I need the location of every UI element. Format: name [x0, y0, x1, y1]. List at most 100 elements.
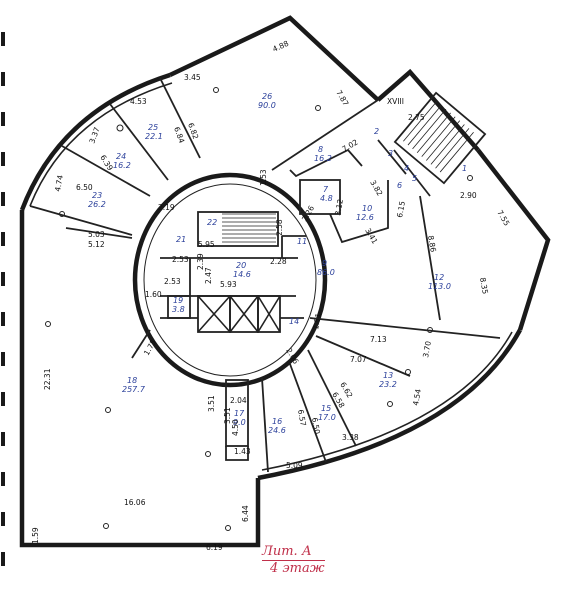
dimension-label: 7.07 [350, 355, 367, 364]
dimension-label: 3.51 [207, 395, 216, 412]
dimension-label: 22.31 [43, 368, 52, 390]
dimension-label: 8.86 [426, 235, 438, 253]
dimension-label: 4.74 [53, 174, 65, 192]
room-23-number: 23 [92, 191, 102, 200]
dimension-label: 5.09 [286, 461, 303, 470]
room-labels: 26 90.0 25 22.1 24 16.2 23 26.2 22 21 20… [88, 92, 467, 435]
room-17-area: 9.0 [233, 418, 246, 427]
room-25-number: 25 [148, 123, 158, 132]
room-8-number: 8 [318, 145, 323, 154]
dimension-label: 3.82 [368, 179, 384, 198]
room-1-number: 1 [462, 164, 467, 173]
room-18-number: 18 [127, 376, 137, 385]
room-5-number: 5 [412, 174, 417, 183]
floor-number: 4 этаж [270, 561, 325, 576]
room-12-area: 113.0 [428, 282, 451, 291]
dimension-label: 6.44 [241, 505, 250, 522]
dimension-label: 3.51 [223, 407, 232, 424]
room-21-number: 21 [176, 235, 186, 244]
dimension-label: 2.39 [196, 253, 205, 270]
dimension-label: 3.45 [184, 73, 201, 82]
dimension-label: 1.51 [311, 312, 323, 330]
dimension-label: 2.90 [460, 191, 477, 200]
dimension-label: 1.53 [259, 169, 268, 186]
room-15-number: 15 [321, 404, 331, 413]
dimension-label: 7.13 [370, 335, 387, 344]
section-label: XVIII [387, 97, 404, 106]
dimension-label: 5.93 [220, 280, 237, 289]
dimension-label: 3.38 [342, 433, 359, 442]
room-14-number: 14 [289, 317, 299, 326]
floor-caption: Лит. А 4 этаж [262, 544, 325, 576]
dimension-label: 4.50 [231, 419, 240, 436]
room-19-number: 19 [173, 296, 183, 305]
room-3-number: 3 [388, 149, 393, 158]
dimension-label: 6.57 [296, 409, 308, 427]
dimension-label: 7.55 [495, 209, 511, 228]
columns [45, 87, 473, 531]
dimension-label: 6.19 [206, 543, 223, 552]
dimension-label: 2.04 [230, 396, 247, 405]
dimension-label: 16.06 [124, 498, 146, 507]
room-24-area: 16.2 [113, 161, 131, 170]
room-9-area: 86.0 [317, 268, 335, 277]
room-26-number: 26 [262, 92, 272, 101]
dimension-label: 1.43 [234, 447, 251, 456]
room-8-area: 16.2 [314, 154, 332, 163]
room-22-number: 22 [207, 218, 217, 227]
room-26-area: 90.0 [258, 101, 276, 110]
dimension-label: 2.53 [164, 277, 181, 286]
room-2-number: 2 [374, 127, 379, 136]
dimension-label: 2.58 [275, 219, 284, 236]
outer-walls [19, 15, 551, 548]
dimension-label: 7.87 [334, 89, 350, 108]
room-7-area: 4.8 [320, 194, 333, 203]
building-letter: Лит. А [262, 544, 325, 561]
room-19-area: 3.8 [172, 305, 185, 314]
room-13-area: 23.2 [379, 380, 397, 389]
room-9-number: 9 [322, 259, 327, 268]
room-13-number: 13 [383, 371, 393, 380]
dimension-label: 6.50 [310, 417, 322, 435]
room-20-number: 20 [236, 261, 246, 270]
dimension-label: 6.15 [395, 200, 407, 218]
room-24-number: 24 [116, 152, 126, 161]
room-10-number: 10 [362, 204, 372, 213]
room-7-number: 7 [323, 185, 329, 194]
dimension-label: 4.88 [271, 39, 290, 54]
room-11-number: 11 [297, 237, 307, 246]
room-4-number: 4 [404, 164, 409, 173]
dimension-label: 2.47 [204, 267, 213, 284]
dimension-label: 2.75 [408, 113, 425, 122]
central-core [132, 172, 328, 388]
dimension-label: 1.59 [31, 527, 40, 544]
dimension-label: 2.28 [270, 257, 287, 266]
dimension-label: 4.53 [130, 97, 147, 106]
room-15-area: 17.0 [318, 413, 336, 422]
dimension-label: 3.70 [421, 340, 433, 358]
dimension-label: 6.82 [186, 122, 200, 141]
dimension-label: 2.19 [158, 203, 175, 212]
room-6-number: 6 [397, 181, 402, 190]
dimension-label: 5.95 [198, 240, 215, 249]
dimension-label: 3.41 [363, 227, 379, 246]
dimension-label: 3.12 [333, 198, 345, 216]
room-16-area: 24.6 [268, 426, 286, 435]
dimension-label: 6.50 [76, 183, 93, 192]
room-10-area: 12.6 [356, 213, 374, 222]
dimension-label: 2.53 [172, 255, 189, 264]
room-25-area: 22.1 [145, 132, 163, 141]
room-12-number: 12 [434, 273, 444, 282]
room-18-area: 257.7 [122, 385, 146, 394]
dimension-label: 3.37 [87, 126, 101, 145]
binding-marks [1, 32, 5, 566]
dimension-label: 5.03 [88, 230, 105, 239]
dimension-label: 8.35 [478, 277, 490, 295]
dimension-label: 4.54 [411, 388, 423, 406]
dimension-label: 1.60 [145, 290, 162, 299]
dimension-label: 5.12 [88, 240, 105, 249]
room-23-area: 26.2 [88, 200, 106, 209]
room-17-number: 17 [234, 409, 245, 418]
room-20-area: 14.6 [233, 270, 251, 279]
